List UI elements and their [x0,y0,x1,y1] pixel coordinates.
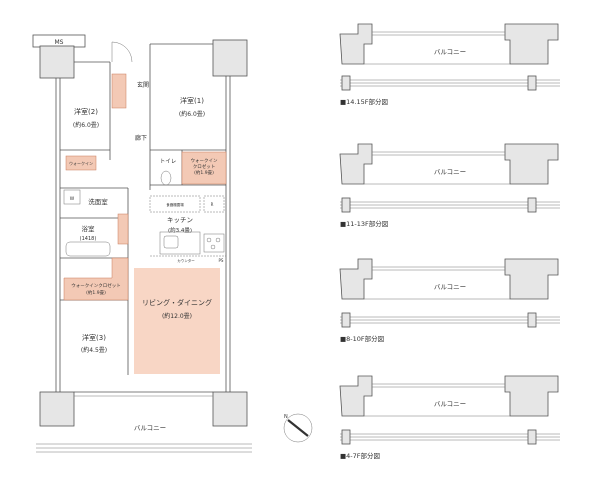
walk-in-closet-2 [63,257,129,301]
pillar-bottom-right [212,391,248,427]
fridge-area [203,195,225,213]
partial-plans: バルコニー■14.15F部分図バルコニー■11-13F部分図バルコニー■8-10… [339,23,560,460]
bathtub [65,241,111,257]
r-mark: R [211,202,214,207]
partial-post-left [341,75,351,91]
living-dining-area [134,268,220,374]
western2-name: 洋室(2) [74,107,98,116]
partial-balcony-label: バルコニー [434,48,466,56]
wardrobe-w2-label: ウォークイン [69,160,93,166]
partial-plan-2: バルコニー ■11-13F部分図 [339,143,560,228]
compass-needle [287,419,309,437]
partial-left-block [339,23,373,65]
food-storage-area [149,195,201,213]
partial-right-block [504,258,559,300]
main-floor-plan: MS ウォークイン ウォークイン クロゼット [32,34,252,453]
partial-right-block [504,143,559,185]
kitchen-counter [159,231,201,255]
partial-left-block [339,143,373,185]
compass-ring [283,413,313,443]
kitchen-size: (約3.4畳) [168,226,192,234]
bath-size: (1418) [80,236,97,242]
kitchen-stove [203,233,225,253]
toilet-fixture [160,170,172,186]
walk-in1-line1: ウォークイン [191,157,218,164]
partial-caption: ■14.15F部分図 [340,97,388,106]
kitchen-name: キッチン [167,216,193,224]
partial-plan-4: バルコニー ■4-7F部分図 [339,375,560,460]
partial-post-right [527,197,537,213]
partial-caption: ■4-7F部分図 [340,451,380,460]
partial-post-left [341,312,351,328]
counter-label: カウンター [177,258,195,263]
western3-name: 洋室(3) [82,333,106,342]
walk-in1-line3: (約1.9畳) [194,169,214,176]
burner-2 [215,237,221,243]
pillar-top-right [212,39,248,77]
walk-in2-line2: (約1.9畳) [86,289,106,296]
w-mark: W [70,196,75,202]
wash-room-label: 洗面室 [88,197,108,206]
walk-in1-line2: クロゼット [193,163,216,170]
burner-3 [210,244,216,250]
hallway-label: 廊下 [135,134,147,142]
ms-label: MS [55,39,64,46]
toilet-label: トイレ [160,159,177,165]
partial-right-block [504,23,559,65]
partial-post-right [527,312,537,328]
burner-1 [206,237,212,243]
partial-left-block [339,375,373,417]
compass-label: N [284,414,288,420]
main-balcony-label: バルコニー [134,424,166,432]
bath-name: 浴室 [82,224,96,233]
kitchen-sink [163,235,179,249]
storage-small [117,213,129,245]
walk-in2-line1: ウォークインクロゼット [71,282,121,289]
western1-name: 洋室(1) [180,96,204,105]
living-name: リビング・ダイニング [142,298,212,307]
partial-left-block [339,258,373,300]
partial-post-right [527,429,537,445]
western1-size: (約6.0畳) [179,110,205,118]
partial-balcony-label: バルコニー [434,168,466,176]
shoe-closet [111,73,127,109]
partial-balcony-label: バルコニー [434,283,466,291]
living-size: (約12.0畳) [162,312,192,320]
walk-in-closet-1 [181,151,227,185]
partial-post-right [527,75,537,91]
entrance-door [111,41,133,63]
partial-balcony-label: バルコニー [434,400,466,408]
pillar-bottom-left [39,391,75,427]
compass: N [283,413,313,443]
entrance-label: 玄関 [137,81,149,89]
partial-post-left [341,197,351,213]
western3-size: (約4.5畳) [81,346,107,354]
partial-post-left [341,429,351,445]
food-storage-label: 食器棚置場 [166,202,184,207]
wardrobe-w2 [65,155,97,171]
partial-caption: ■11-13F部分図 [340,219,388,228]
ps-mark: PS [219,258,224,263]
partial-caption: ■8-10F部分図 [340,334,384,343]
washing-machine-area [63,189,81,205]
pillar-top-left [39,45,75,79]
partial-plan-1: バルコニー ■14.15F部分図 [339,23,560,106]
western2-size: (約6.0畳) [73,121,99,129]
partial-plan-3: バルコニー ■8-10F部分図 [339,258,560,343]
partial-right-block [504,375,559,417]
